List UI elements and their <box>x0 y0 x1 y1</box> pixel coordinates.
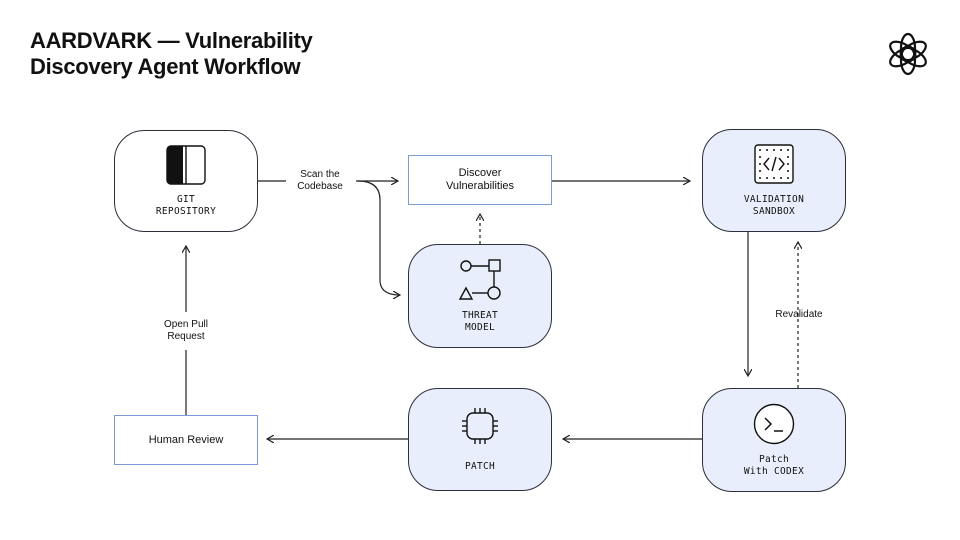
openai-logo-icon <box>889 32 927 76</box>
scan-codebase-label: Scan the Codebase <box>286 169 354 193</box>
edge-scan-to-threat <box>357 180 400 295</box>
validation-sandbox-label: VALIDATION SANDBOX <box>702 194 846 218</box>
chip-icon <box>462 408 498 444</box>
human-review-label: Human Review <box>148 433 224 446</box>
patch-with-codex-label: Patch With CODEX <box>702 454 846 478</box>
threat-label-line2: MODEL <box>464 322 496 333</box>
codex-label-line2: With CODEX <box>743 466 805 477</box>
scan-label-line1: Scan the <box>300 169 340 180</box>
sandbox-label-line2: SANDBOX <box>752 206 796 217</box>
page-title: AARDVARK — Vulnerability Discovery Agent… <box>30 28 313 80</box>
pr-label-line1: Open Pull <box>164 319 208 330</box>
open-pull-request-label: Open Pull Request <box>146 319 226 343</box>
pr-label-line2: Request <box>167 331 205 342</box>
revalidate-label: Revalidate <box>775 309 823 320</box>
scan-label-line2: Codebase <box>297 181 343 192</box>
codex-label-line1: Patch <box>758 454 790 465</box>
sandbox-label-line1: VALIDATION <box>743 194 805 205</box>
page-title-line2: Discovery Agent Workflow <box>30 54 301 79</box>
discover-vulnerabilities-node: Discover Vulnerabilities <box>408 155 552 205</box>
threat-label-line1: THREAT <box>461 310 499 321</box>
threat-model-node <box>408 244 552 348</box>
page-title-line1: AARDVARK — Vulnerability <box>30 28 313 53</box>
repository-icon <box>166 145 206 185</box>
code-sandbox-icon <box>754 144 794 184</box>
git-label-line1: GIT <box>176 194 196 205</box>
patch-label: PATCH <box>464 461 496 472</box>
terminal-icon <box>753 403 795 445</box>
human-review-node: Human Review <box>114 415 258 465</box>
git-repository-label: GIT REPOSITORY <box>114 194 258 218</box>
discover-label-line1: Discover <box>458 167 502 179</box>
shapes-graph-icon <box>458 259 501 300</box>
git-label-line2: REPOSITORY <box>155 206 217 217</box>
threat-model-label: THREAT MODEL <box>408 310 552 334</box>
discover-label-line2: Vulnerabilities <box>445 180 515 192</box>
